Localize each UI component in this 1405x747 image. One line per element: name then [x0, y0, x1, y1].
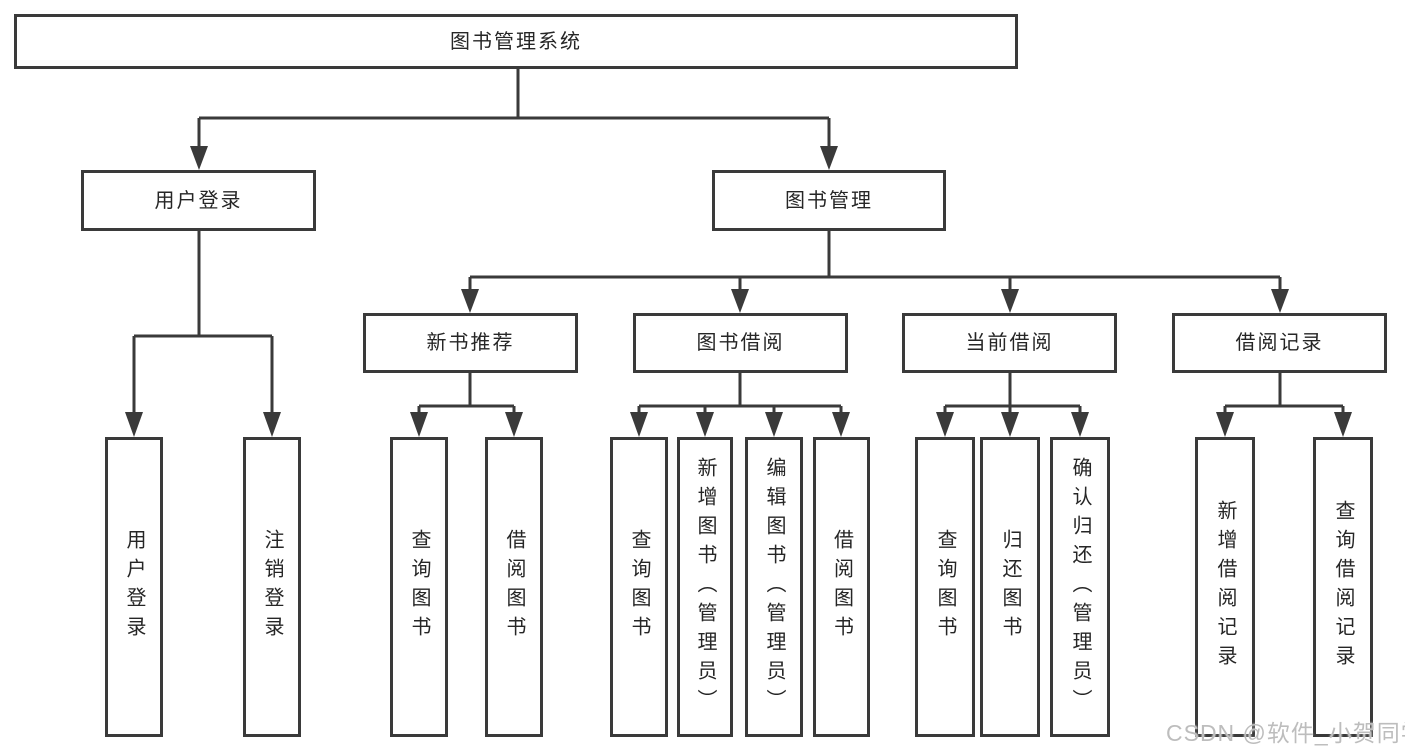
leaf-logout: 注销登录 [243, 437, 301, 737]
leaf-current-confirm-return-admin: 确认归还（管理员） [1050, 437, 1110, 737]
watermark: CSDN @软件_小贺同学 [1166, 720, 1405, 746]
leaf-recommend-query-books: 查询图书 [390, 437, 448, 737]
connector-current-to-leaves [936, 373, 1089, 437]
connector-records-to-leaves [1216, 373, 1352, 437]
leaf-user-login: 用户登录 [105, 437, 163, 737]
connector-borrowing-to-leaves [630, 373, 850, 437]
connector-recommendation-to-leaves [410, 373, 523, 437]
connector-root-to-level2 [190, 68, 838, 170]
leaf-borrow-edit-books-admin: 编辑图书（管理员） [745, 437, 803, 737]
node-system-root: 图书管理系统 [14, 14, 1018, 69]
leaf-records-query-borrow-record: 查询借阅记录 [1313, 437, 1373, 737]
leaf-current-return-books: 归还图书 [980, 437, 1040, 737]
node-user-login: 用户登录 [81, 170, 316, 231]
node-book-management: 图书管理 [712, 170, 946, 231]
connector-book-management-to-level3 [461, 231, 1289, 313]
node-borrowing-records: 借阅记录 [1172, 313, 1387, 373]
node-new-book-recommendation: 新书推荐 [363, 313, 578, 373]
leaf-records-add-borrow-record: 新增借阅记录 [1195, 437, 1255, 737]
leaf-recommend-borrow-books: 借阅图书 [485, 437, 543, 737]
leaf-borrow-borrow-books: 借阅图书 [813, 437, 870, 737]
leaf-borrow-add-books-admin: 新增图书（管理员） [677, 437, 733, 737]
node-book-borrowing: 图书借阅 [633, 313, 848, 373]
node-current-borrowing: 当前借阅 [902, 313, 1117, 373]
leaf-borrow-query-books: 查询图书 [610, 437, 668, 737]
leaf-current-query-books: 查询图书 [915, 437, 975, 737]
connector-user-login-to-leaves [125, 231, 281, 437]
